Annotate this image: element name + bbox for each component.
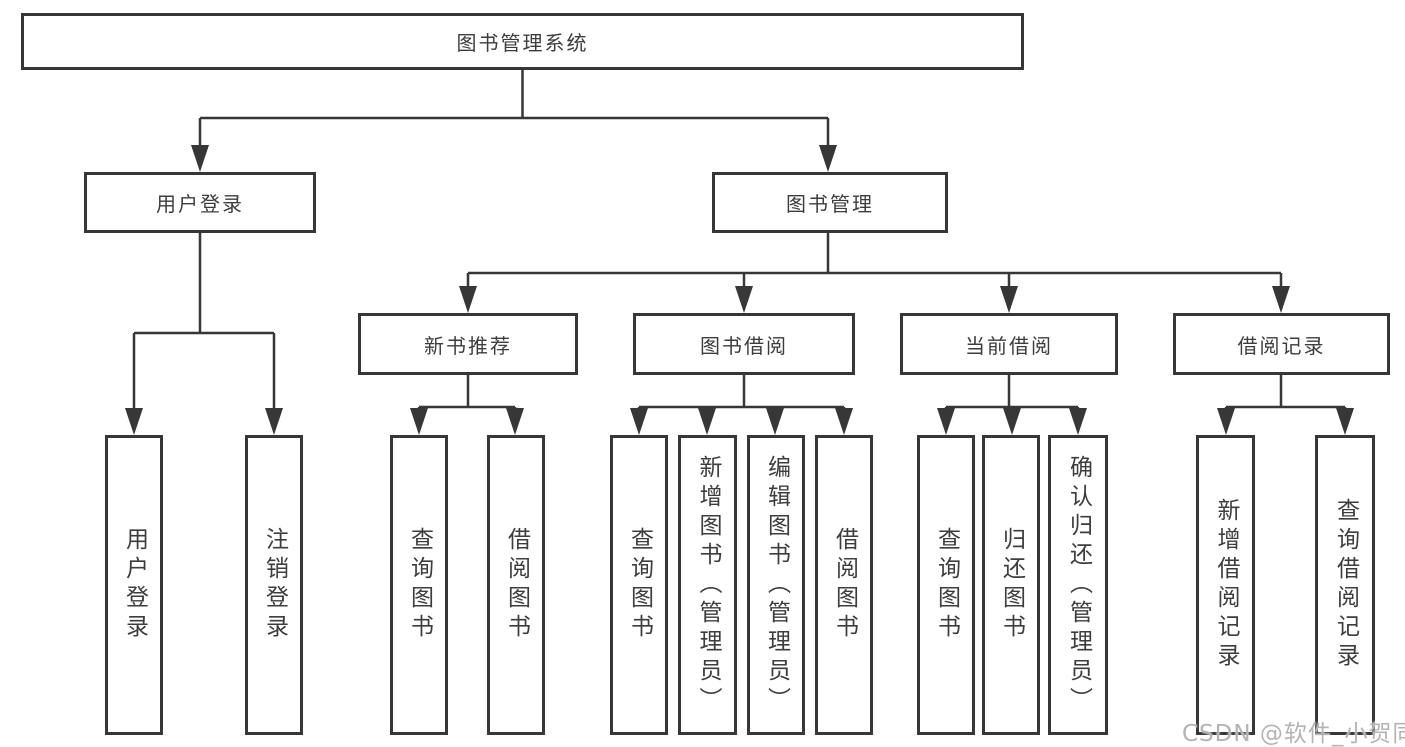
connector-borrowing-children — [637, 375, 846, 411]
node-book-borrowing: 图书借阅 — [633, 313, 855, 375]
node-new-book-recommendation: 新书推荐 — [358, 313, 578, 375]
leaf-borrow-books-recommend: 借阅图书 — [487, 435, 545, 735]
node-borrowing-records: 借阅记录 — [1173, 313, 1390, 375]
node-label: 图书管理系统 — [456, 31, 589, 55]
connector-user-login-children — [132, 233, 276, 410]
leaf-query-books-current: 查询图书 — [917, 435, 975, 735]
node-current-borrowing: 当前借阅 — [900, 313, 1118, 375]
node-label: 借阅记录 — [1237, 333, 1326, 358]
leaf-edit-books-admin: 编辑图书（管理员） — [747, 435, 805, 735]
node-label: 图书管理 — [786, 192, 874, 216]
node-label: 新增图书（管理员） — [695, 454, 721, 716]
arrowheads — [125, 145, 1354, 435]
leaf-query-books-recommend: 查询图书 — [390, 435, 448, 735]
node-label: 查询图书 — [626, 527, 653, 643]
node-label: 查询图书 — [933, 527, 960, 643]
node-label: 用户登录 — [156, 192, 244, 216]
connector-new-book-children — [417, 375, 517, 411]
node-label: 借阅图书 — [831, 527, 858, 643]
node-library-system: 图书管理系统 — [21, 13, 1024, 70]
leaf-return-books: 归还图书 — [982, 435, 1040, 735]
node-label: 当前借阅 — [965, 333, 1053, 358]
leaf-query-borrow-record: 查询借阅记录 — [1315, 435, 1375, 735]
connector-current-children — [944, 375, 1080, 411]
node-label: 查询借阅记录 — [1332, 498, 1359, 672]
connector-records-children — [1224, 375, 1347, 411]
leaf-confirm-return-admin: 确认归还（管理员） — [1048, 435, 1108, 735]
node-label: 确认归还（管理员） — [1065, 454, 1092, 716]
connector-book-mgmt-to-level3 — [466, 233, 1283, 288]
node-label: 新书推荐 — [424, 333, 512, 358]
node-label: 图书借阅 — [700, 333, 788, 358]
node-label: 新增借阅记录 — [1213, 498, 1239, 672]
leaf-add-books-admin: 新增图书（管理员） — [678, 435, 737, 735]
node-book-management: 图书管理 — [712, 172, 948, 233]
leaf-add-borrow-record: 新增借阅记录 — [1196, 435, 1255, 735]
watermark: CSDN @软件_小贺同学 — [1182, 721, 1405, 747]
node-label: 查询图书 — [406, 527, 433, 643]
leaf-query-books-borrowing: 查询图书 — [610, 435, 668, 735]
node-user-login: 用户登录 — [84, 172, 316, 233]
node-label: 借阅图书 — [503, 527, 530, 643]
leaf-logout: 注销登录 — [245, 435, 303, 735]
leaf-borrow-books-borrowing: 借阅图书 — [815, 435, 873, 735]
connector-root-to-level2 — [198, 69, 830, 147]
node-label: 编辑图书（管理员） — [763, 454, 790, 716]
leaf-user-login: 用户登录 — [105, 435, 163, 735]
node-label: 用户登录 — [121, 527, 148, 643]
node-label: 归还图书 — [998, 527, 1025, 643]
node-label: 注销登录 — [261, 527, 288, 643]
